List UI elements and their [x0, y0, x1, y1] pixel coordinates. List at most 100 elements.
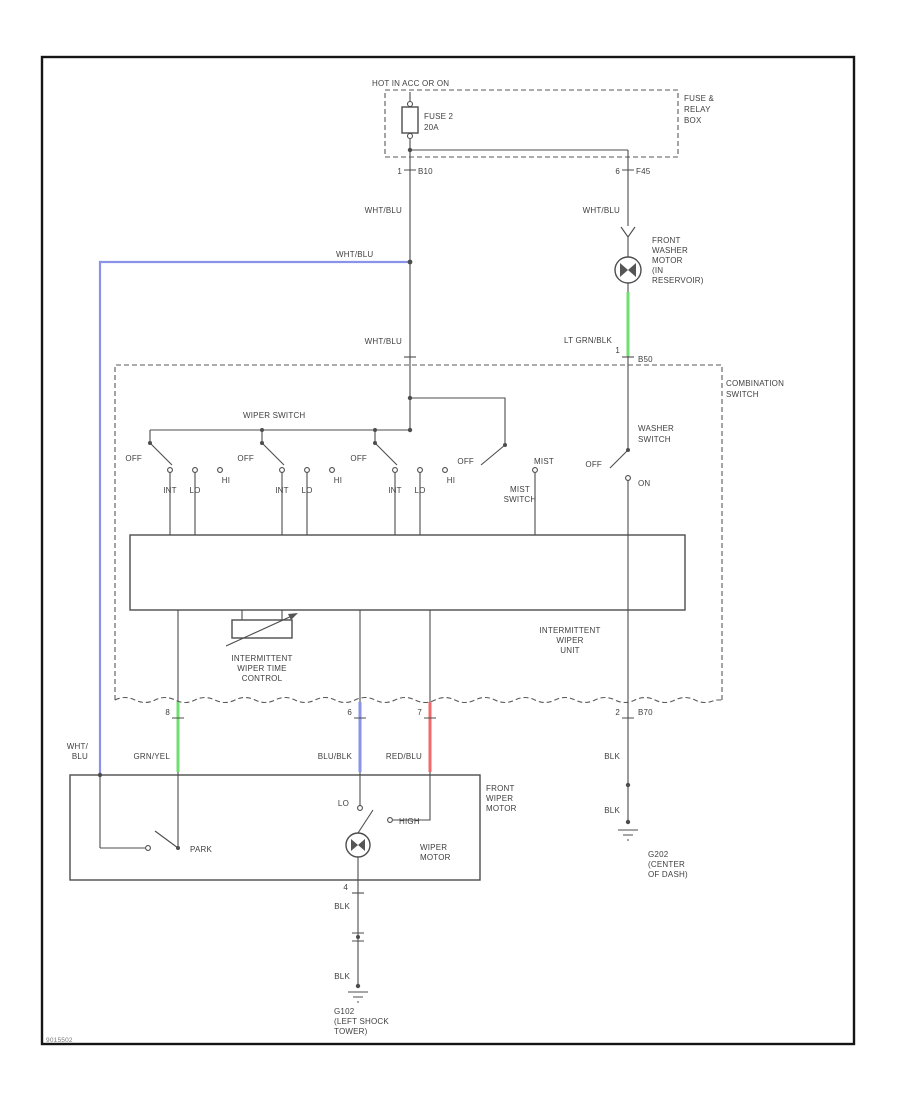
- splice-dot: [625, 782, 631, 788]
- speed-label: LO: [338, 799, 349, 808]
- motor-glyph: [351, 839, 358, 851]
- intermittent-time-control: INTERMITTENT WIPER TIME CONTROL: [225, 610, 298, 683]
- diagram-border: [40, 55, 856, 1046]
- contact-wires: [169, 472, 196, 535]
- inline-connector-icon: [352, 932, 364, 942]
- pin-number: 1: [397, 167, 402, 176]
- combination-switch-name: COMBINATION: [726, 379, 784, 388]
- ground-name: TOWER): [334, 1027, 368, 1036]
- ground-name: (CENTER: [648, 860, 685, 869]
- switch-pivot: [373, 441, 377, 445]
- mist-feed: [410, 397, 506, 445]
- ground-icon: [618, 829, 638, 841]
- switch-contact: [625, 475, 631, 481]
- time-control-leads: [241, 610, 283, 620]
- ground-g202: BLK G202 (CENTER OF DASH): [604, 782, 688, 879]
- washer-motor-name: FRONT: [652, 236, 681, 245]
- mist-switch-name: MIST: [510, 485, 530, 494]
- switch-contact: [532, 467, 538, 473]
- switch-pivot: [176, 846, 180, 850]
- connector-id: F45: [636, 167, 651, 176]
- wire-color-label: BLK: [604, 752, 620, 761]
- park-label: PARK: [190, 845, 212, 854]
- washer-motor-name: RESERVOIR): [652, 276, 704, 285]
- contact-wires: [281, 472, 308, 535]
- combination-switch: COMBINATION SWITCH WIPER SWITCH OFF INT …: [114, 364, 784, 704]
- wiper-switch-gang-3: OFF INT LO HI: [350, 441, 455, 535]
- junction-dot: [625, 819, 631, 825]
- intermittent-unit-name: INTERMITTENT: [539, 626, 600, 635]
- fuse-box-name: FUSE &: [684, 94, 715, 103]
- wire-color-label: LT GRN/BLK: [564, 336, 612, 345]
- washer-switch-name: SWITCH: [638, 435, 671, 444]
- wire-color-label: BLK: [604, 806, 620, 815]
- ground-g102: 4 BLK BLK G102 (LEFT SHOCK TOWER): [334, 880, 389, 1036]
- intermittent-unit-name: UNIT: [560, 646, 579, 655]
- lo-contact: [357, 805, 363, 811]
- ground-name: (LEFT SHOCK: [334, 1017, 389, 1026]
- wiper-motor-outline: [69, 774, 481, 881]
- switch-position-label: LO: [301, 486, 312, 495]
- switch-position-label: HI: [447, 476, 455, 485]
- wire-color-label: BLK: [334, 972, 350, 981]
- ground-name: G202: [648, 850, 669, 859]
- motor-glyph: [358, 839, 365, 851]
- wire-color-label: WHT/BLU: [336, 250, 373, 259]
- junction-dot: [373, 428, 377, 432]
- pin-number: 7: [417, 708, 422, 717]
- combination-switch-torn-edge: [114, 696, 722, 704]
- fuse-rating: 20A: [424, 123, 439, 132]
- ground-icon: [348, 991, 368, 1003]
- switch-position-label: INT: [388, 486, 402, 495]
- wire-color-label: BLK: [334, 902, 350, 911]
- switch-arm: [261, 442, 285, 466]
- ground-name: G102: [334, 1007, 355, 1016]
- park-circuit-wires: [99, 775, 179, 849]
- switch-contact: [167, 467, 173, 473]
- connector-id: B70: [638, 708, 653, 717]
- wiper-switch-label: WIPER SWITCH: [243, 411, 305, 420]
- washer-motor-name: MOTOR: [652, 256, 683, 265]
- motor-glyph: [628, 263, 636, 277]
- variable-resistor-icon: [231, 619, 293, 639]
- washer-motor-name: (IN: [652, 266, 663, 275]
- hot-feed-label: HOT IN ACC OR ON: [372, 79, 449, 88]
- connector-id: B50: [638, 355, 653, 364]
- switch-position-label: HI: [334, 476, 342, 485]
- pin-number: 2: [615, 708, 620, 717]
- washer-motor-name: WASHER: [652, 246, 688, 255]
- park-switch-arm: [154, 830, 179, 849]
- switch-contact: [304, 467, 310, 473]
- fuse-box-name: RELAY: [684, 105, 711, 114]
- wiper-switch-gang-2: OFF INT LO HI: [237, 441, 342, 535]
- switch-position-label: LO: [189, 486, 200, 495]
- wire-color-label: WHT/BLU: [583, 206, 620, 215]
- switch-position-label: MIST: [534, 457, 554, 466]
- time-control-name: CONTROL: [242, 674, 283, 683]
- junction-dot: [407, 259, 413, 265]
- pin-number: 1: [615, 346, 620, 355]
- diagram-code: 9015502: [46, 1037, 73, 1044]
- intermittent-wiper-unit: [129, 534, 686, 611]
- wiper-motor-name: MOTOR: [486, 804, 517, 813]
- mist-switch: OFF MIST MIST SWITCH: [457, 443, 554, 535]
- wire-color-label: WHT/: [67, 742, 89, 751]
- fuse-icon: [401, 106, 419, 134]
- motor-arm: [357, 809, 374, 834]
- switch-contact: [192, 467, 198, 473]
- combination-switch-name: SWITCH: [726, 390, 759, 399]
- feed-wires: WHT/BLU WHT/BLU WHT/BLU WHT/BLU WHT/ BLU: [67, 139, 620, 775]
- switch-position-label: HI: [222, 476, 230, 485]
- fuse-relay-box: HOT IN ACC OR ON FUSE & RELAY BOX FUSE 2…: [372, 79, 715, 226]
- wht-blu-branch-wire: [98, 260, 410, 775]
- switch-position-label: OFF: [457, 457, 474, 466]
- output-wires: 8 6 7 2 B70 GRN/YEL BLU/BLK RED/BLU BLK: [133, 700, 653, 822]
- speed-label: HIGH: [399, 817, 420, 826]
- wiper-motor-inner-label: WIPER: [420, 843, 447, 852]
- ground-name: OF DASH): [648, 870, 688, 879]
- switch-pivot: [626, 448, 630, 452]
- wire-color-label: WHT/BLU: [365, 206, 402, 215]
- wiper-motor-inner-label: MOTOR: [420, 853, 451, 862]
- time-control-name: WIPER TIME: [237, 664, 286, 673]
- wire-color-label: RED/BLU: [386, 752, 422, 761]
